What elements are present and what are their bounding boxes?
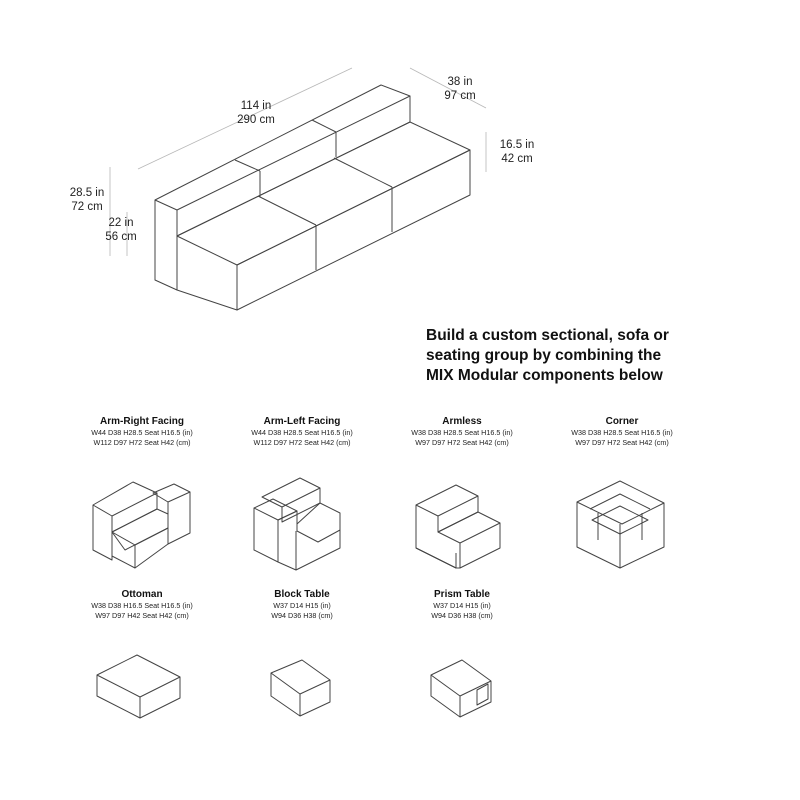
component-name: Armless — [442, 416, 482, 427]
component-spec-in: W37 D14 H15 (in) — [433, 601, 491, 610]
seat-joint-2 — [333, 157, 393, 188]
component-ottoman: Ottoman W38 D38 H16.5 Seat H16.5 (in) W9… — [57, 589, 227, 621]
seat-top — [437, 511, 501, 544]
arm-height-label: 22 in 56 cm — [96, 216, 146, 244]
depth-label: 38 in 97 cm — [432, 75, 488, 103]
component-spec-in: W44 D38 H28.5 Seat H16.5 (in) — [91, 428, 193, 437]
component-arm-right-facing: Arm-Right Facing W44 D38 H28.5 Seat H16.… — [57, 416, 227, 448]
component-spec-in: W44 D38 H28.5 Seat H16.5 (in) — [251, 428, 353, 437]
arm-right-facing-drawing — [92, 481, 191, 569]
headline-line-3: MIX Modular components below — [426, 367, 663, 384]
seat-front — [277, 530, 341, 571]
width-label: 114 in 290 cm — [226, 99, 286, 127]
component-spec-cm: W94 D36 H38 (cm) — [271, 611, 333, 620]
back-joint-1 — [234, 159, 261, 172]
back-front — [437, 496, 479, 533]
prism-opening — [476, 683, 489, 706]
seat-top — [111, 508, 169, 551]
component-spec-in: W38 D38 H28.5 Seat H16.5 (in) — [411, 428, 513, 437]
seat-height-in: 16.5 in — [499, 139, 535, 151]
component-spec-in: W38 D38 H28.5 Seat H16.5 (in) — [571, 428, 673, 437]
sofa-arm-left — [154, 200, 178, 291]
width-guide-line — [137, 67, 353, 170]
arm-top — [152, 483, 191, 503]
overall-height-cm: 72 cm — [71, 201, 103, 213]
component-name: Corner — [605, 416, 639, 427]
arm-front — [167, 492, 191, 545]
seat-top — [591, 505, 649, 535]
back-top — [261, 477, 321, 508]
component-spec-in: W37 D14 H15 (in) — [273, 601, 331, 610]
component-arm-left-facing: Arm-Left Facing W44 D38 H28.5 Seat H16.5… — [217, 416, 387, 448]
headline: Build a custom sectional, sofa or seatin… — [426, 326, 716, 386]
overall-height-in: 28.5 in — [69, 187, 105, 199]
prism-top — [430, 659, 492, 697]
component-name: Block Table — [274, 589, 330, 600]
back-top — [92, 481, 158, 517]
back-front — [281, 488, 321, 523]
component-spec-in: W38 D38 H16.5 Seat H16.5 (in) — [91, 601, 193, 610]
overall-height-label: 28.5 in 72 cm — [62, 186, 112, 214]
depth-cm: 97 cm — [444, 90, 476, 102]
component-armless: Armless W38 D38 H28.5 Seat H16.5 (in) W9… — [377, 416, 547, 448]
arm-front — [277, 510, 298, 524]
component-spec-cm: W112 D97 H72 Seat H42 (cm) — [93, 438, 191, 447]
table-top — [270, 659, 331, 695]
arm-height-in: 22 in — [108, 217, 134, 229]
depth-guide-line — [409, 67, 487, 109]
back-top — [415, 484, 479, 517]
component-corner: Corner W38 D38 H28.5 Seat H16.5 (in) W97… — [537, 416, 707, 448]
inner-back — [589, 493, 651, 510]
ottoman-top — [96, 654, 181, 698]
armless-drawing — [415, 484, 501, 569]
ottoman-drawing — [96, 654, 181, 719]
component-spec-cm: W97 D97 H42 Seat H42 (cm) — [95, 611, 189, 620]
seat-top — [296, 502, 341, 543]
headline-line-2: seating group by combining the — [426, 347, 662, 364]
prism-table-drawing — [430, 659, 492, 718]
headline-line-1: Build a custom sectional, sofa or — [426, 327, 669, 344]
corner-top — [576, 480, 665, 525]
component-prism-table: Prism Table W37 D14 H15 (in) W94 D36 H38… — [377, 589, 547, 621]
width-in: 114 in — [240, 100, 272, 112]
corner-drawing — [576, 480, 665, 569]
component-name: Ottoman — [121, 589, 163, 600]
back-side — [92, 505, 113, 561]
arm-top — [253, 498, 298, 521]
component-spec-cm: W94 D36 H38 (cm) — [431, 611, 493, 620]
component-spec-cm: W97 D97 H72 Seat H42 (cm) — [415, 438, 509, 447]
component-spec-cm: W97 D97 H72 Seat H42 (cm) — [575, 438, 669, 447]
block-table-drawing — [270, 659, 331, 717]
sofa-seat-side — [176, 265, 238, 311]
component-name: Arm-Left Facing — [263, 416, 341, 427]
back-joint-2 — [311, 119, 337, 133]
arm-side — [253, 508, 279, 563]
width-cm: 290 cm — [237, 114, 275, 126]
seat-height-cm: 42 cm — [501, 153, 533, 165]
arm-left-facing-drawing — [253, 477, 341, 571]
component-name: Prism Table — [434, 589, 490, 600]
arm-height-cm: 56 cm — [105, 231, 137, 243]
seat-joint-1 — [257, 195, 317, 226]
depth-in: 38 in — [447, 76, 473, 88]
seat-height-label: 16.5 in 42 cm — [492, 138, 542, 166]
component-name: Arm-Right Facing — [100, 416, 184, 427]
seat-front — [134, 527, 169, 569]
dimension-guides — [109, 67, 487, 256]
component-block-table: Block Table W37 D14 H15 (in) W94 D36 H38… — [217, 589, 387, 621]
component-spec-cm: W112 D97 H72 Seat H42 (cm) — [253, 438, 351, 447]
